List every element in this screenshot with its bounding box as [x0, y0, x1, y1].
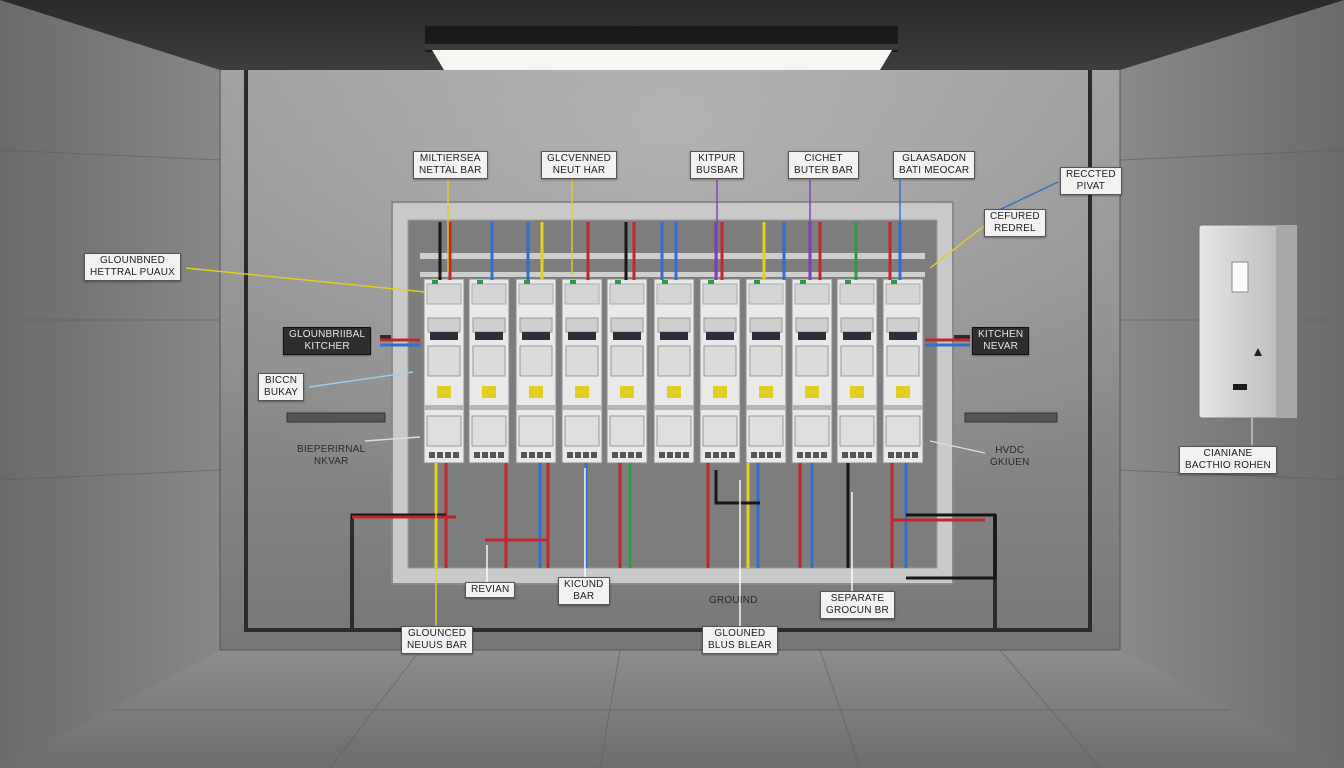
breaker-module — [606, 278, 648, 464]
breaker-module — [653, 278, 695, 464]
floor — [0, 650, 1344, 768]
ceiling-light — [425, 26, 898, 70]
breaker-module — [745, 278, 787, 464]
label-bottom-revian: REVIAN — [465, 582, 516, 598]
left-side-bar — [286, 412, 386, 423]
warning-triangle-icon — [1254, 348, 1262, 356]
breaker-module — [468, 278, 510, 464]
breaker-module — [836, 278, 878, 464]
label-leader-lines — [185, 180, 1059, 626]
breaker-module — [699, 278, 741, 464]
breaker-module — [561, 278, 603, 464]
left-wall — [0, 0, 220, 768]
breaker-module — [515, 278, 557, 464]
label-bottom-ground: GROUIND — [709, 595, 758, 606]
breaker-module — [791, 278, 833, 464]
breaker-module — [423, 278, 465, 464]
breaker-array — [423, 278, 924, 464]
breaker-module — [882, 278, 924, 464]
wall-enclosure-box — [1198, 224, 1298, 419]
right-side-bar — [964, 412, 1058, 423]
